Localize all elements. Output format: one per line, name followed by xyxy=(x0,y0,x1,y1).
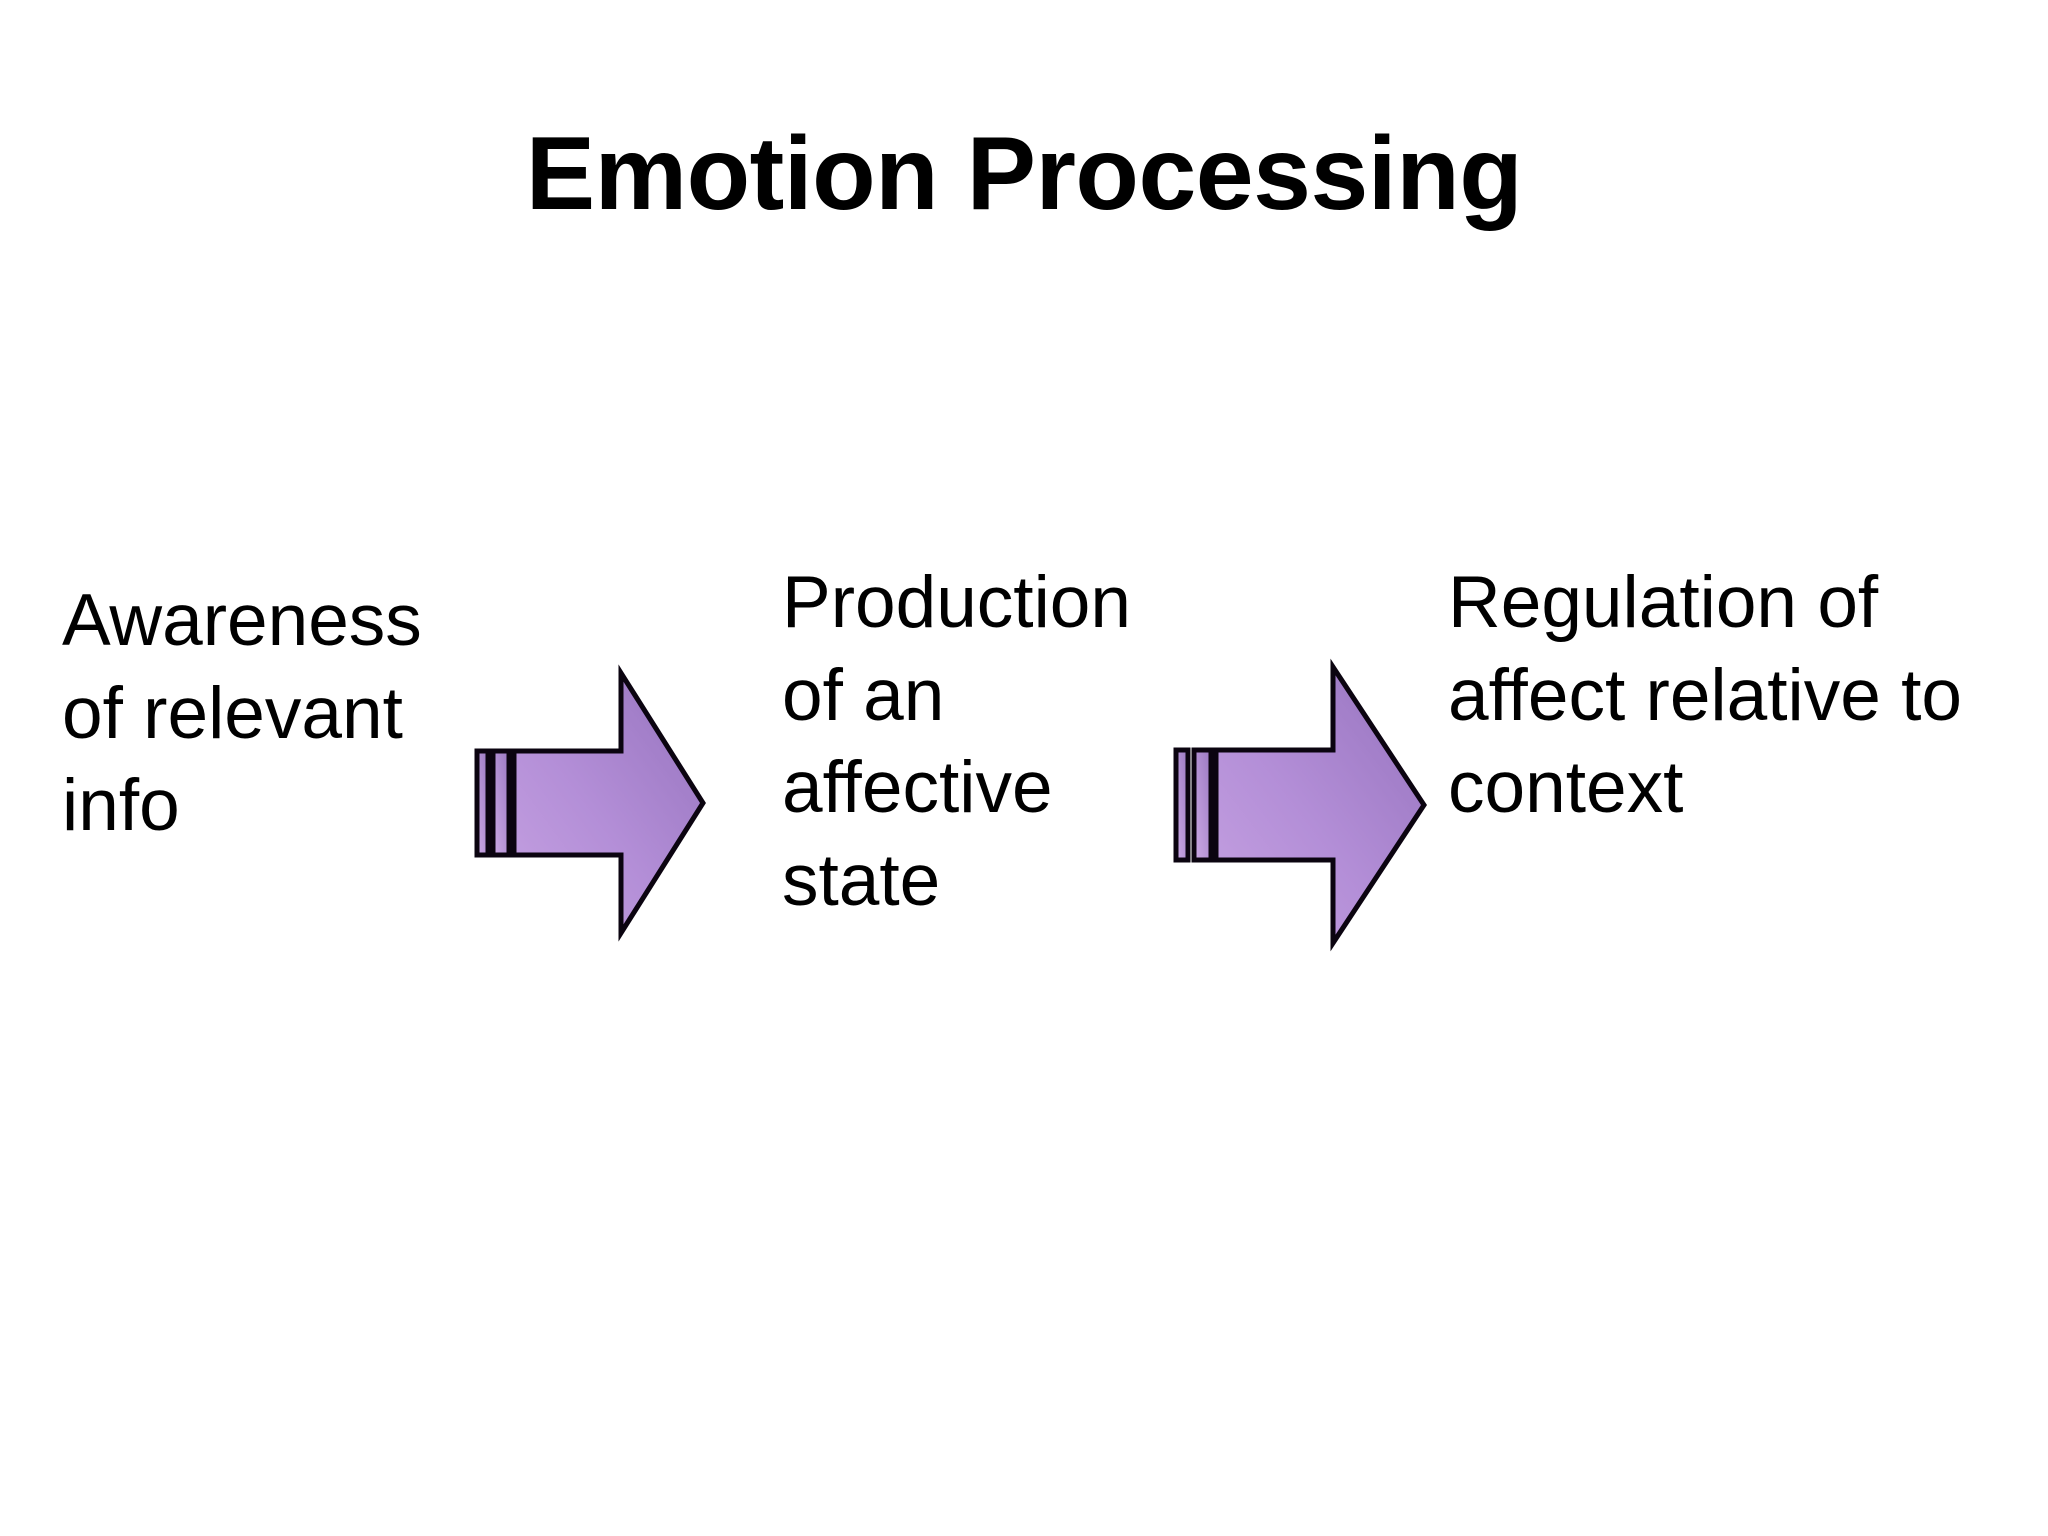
emotion-processing-flow: Awareness of relevant info xyxy=(0,562,2048,1075)
flow-arrow-2 xyxy=(1168,635,1448,1015)
right-striped-arrow-icon xyxy=(1173,658,1427,952)
flow-stage-awareness: Awareness of relevant info xyxy=(62,580,422,847)
flow-stage-production: Production of an affective state xyxy=(782,562,1131,922)
flow-stage-regulation: Regulation of affect relative to context xyxy=(1448,562,1962,829)
flow-arrow-1 xyxy=(470,653,710,993)
page-title: Emotion Processing xyxy=(525,116,1523,232)
right-striped-arrow-icon xyxy=(474,664,706,942)
